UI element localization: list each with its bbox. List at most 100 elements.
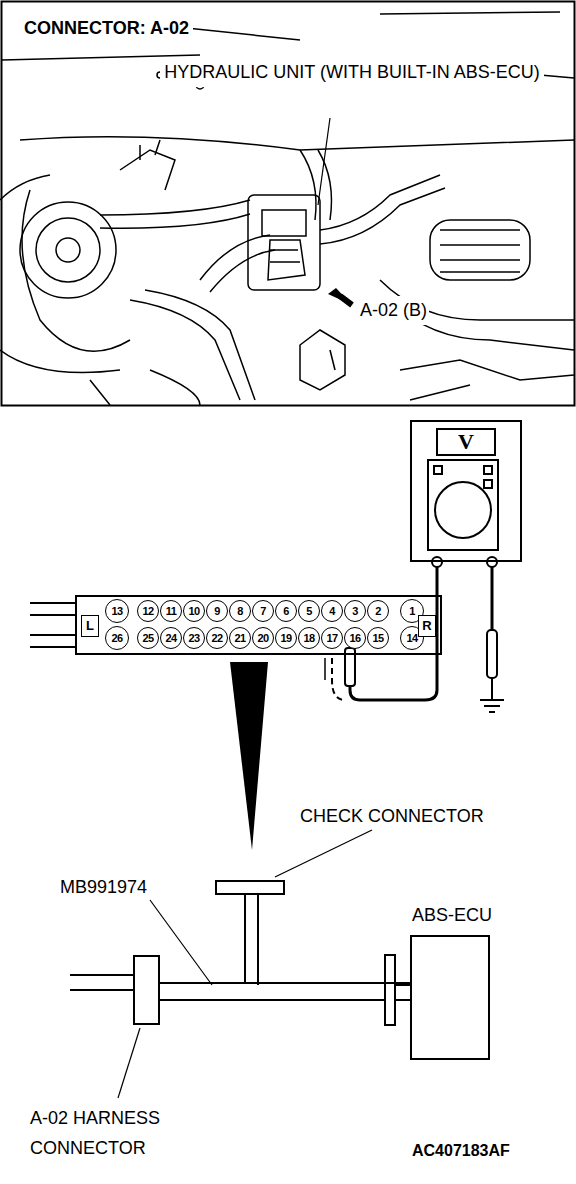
pin-number: 22: [211, 632, 222, 644]
pin-number: 4: [329, 605, 335, 617]
pin-number: 9: [214, 605, 220, 617]
check-connector: CHECK CONNECTOR: [215, 880, 285, 895]
engine-bay: [100, 200, 250, 228]
harness: [160, 999, 385, 1001]
side-mark: L: [81, 615, 99, 637]
harness: [385, 955, 395, 1025]
pin-terminal: 7: [252, 600, 274, 622]
pin-number: 18: [303, 632, 314, 644]
engine-bay: [262, 210, 306, 236]
test-lead: [325, 567, 504, 712]
pin-number: 21: [234, 632, 245, 644]
engine-bay: [0, 12, 574, 405]
pin-terminal: 11: [160, 600, 182, 622]
pin-number: 12: [142, 605, 153, 617]
engine-bay: [430, 220, 530, 280]
engine-bay: [130, 290, 255, 400]
pin-terminal: 20: [252, 627, 274, 649]
pin-terminal: 18: [298, 627, 320, 649]
voltmeter-dial: [428, 460, 498, 567]
engine-bay: [330, 350, 335, 370]
pin-terminal: 4: [321, 600, 343, 622]
voltmeter-dial: [484, 466, 492, 474]
engine-bay: [36, 218, 100, 282]
pin-terminal: 22: [206, 627, 228, 649]
harness: [395, 985, 410, 1000]
test-lead: [491, 678, 493, 700]
voltmeter-dial: [487, 557, 497, 567]
pin-terminal: 16: [344, 627, 366, 649]
pin-number: 17: [326, 632, 337, 644]
engine-bay: [400, 360, 574, 400]
pointer-arrow: [328, 288, 352, 305]
pin-terminal: 24: [160, 627, 182, 649]
pointer-wedge: [230, 662, 268, 850]
engine-bay: [300, 330, 345, 390]
part-label: ABS-ECU: [402, 901, 502, 929]
leader-line: [275, 830, 372, 877]
pin-number: 20: [257, 632, 268, 644]
pointer-wedge: [230, 662, 268, 850]
pin-terminal: 26: [105, 626, 129, 650]
test-lead: [491, 567, 494, 630]
pin-number: 25: [142, 632, 153, 644]
pin-number: 16: [349, 632, 360, 644]
frame: [2, 2, 575, 406]
engine-bay: [248, 195, 320, 290]
connector-tabs: [30, 603, 75, 647]
engine-bay: [56, 238, 80, 262]
pin-number: 26: [111, 632, 122, 644]
pin-number: 5: [306, 605, 312, 617]
pin-number: 15: [372, 632, 383, 644]
connector-face: 1312111098765432126252423222120191817161…: [75, 595, 442, 655]
voltmeter-dial: [484, 480, 492, 488]
pin-terminal: 10: [183, 600, 205, 622]
pin-number: 2: [375, 605, 381, 617]
test-lead: [332, 658, 345, 700]
pin-number: 6: [283, 605, 289, 617]
voltmeter: V: [410, 420, 522, 562]
pin-number: 13: [111, 605, 122, 617]
leader-line: [118, 118, 372, 1098]
pin-terminal: 15: [367, 627, 389, 649]
harness: [70, 895, 410, 1025]
figure-code: AC407183AF: [410, 1136, 512, 1165]
pin-number: 8: [237, 605, 243, 617]
pointer-arrow: [340, 296, 352, 305]
side-mark: R: [418, 615, 436, 637]
part-label: V: [436, 428, 496, 456]
pin-terminal: 19: [275, 627, 297, 649]
part-label: MB991974: [58, 873, 149, 902]
test-lead: [480, 700, 504, 712]
connector-tabs: [30, 603, 75, 647]
harness: [70, 975, 133, 990]
harness-wire: [160, 895, 245, 983]
voltmeter-dial: [435, 482, 491, 538]
title: CONNECTOR: A-02: [20, 14, 193, 43]
part-label: A-02 HARNESS CONNECTOR: [30, 1103, 270, 1163]
engine-bay: [200, 235, 275, 292]
pin-terminal: 25: [137, 627, 159, 649]
engine-bay: [270, 250, 300, 262]
engine-bay: [320, 175, 445, 244]
part-label: A-02 (B): [358, 296, 429, 325]
engine-bay: [2, 12, 574, 150]
test-lead: [324, 658, 326, 680]
pin-terminal: 5: [298, 600, 320, 622]
engine-bay: [90, 370, 200, 405]
voltmeter-dial: [432, 557, 442, 567]
pin-number: 3: [352, 605, 358, 617]
leader-line: [318, 118, 330, 205]
pointer-arrow: [328, 288, 352, 305]
harness-wire: [258, 895, 410, 983]
voltmeter-dial: [434, 466, 442, 474]
engine-bay: [268, 240, 305, 280]
pin-terminal: 9: [206, 600, 228, 622]
pin-terminal: 21: [229, 627, 251, 649]
pin-terminal: 3: [344, 600, 366, 622]
pin-terminal: 8: [229, 600, 251, 622]
engine-bay: [0, 175, 120, 373]
pin-number: 14: [406, 632, 417, 644]
leader-line: [118, 1028, 140, 1098]
pin-terminal: 17: [321, 627, 343, 649]
